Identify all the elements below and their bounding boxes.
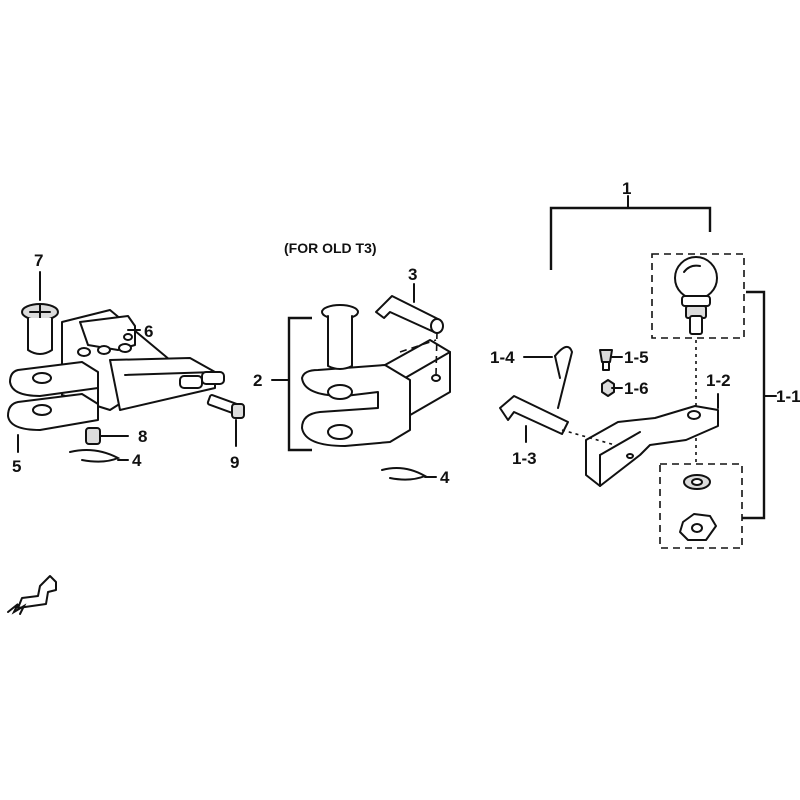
- callout-5: 5: [12, 457, 21, 476]
- callout-3: 3: [408, 265, 417, 284]
- callout-8: 8: [138, 427, 147, 446]
- right-hitch-assembly: [499, 195, 745, 549]
- callout-4-left: 4: [132, 451, 142, 470]
- left-leaders: [17, 271, 237, 461]
- callout-6: 6: [144, 322, 153, 341]
- callout-1-1: 1-1: [776, 387, 800, 406]
- callout-9: 9: [230, 453, 239, 472]
- right-leaders: [523, 356, 719, 443]
- callout-1-3: 1-3: [512, 449, 537, 468]
- callout-4-middle: 4: [440, 468, 450, 487]
- callout-1-4: 1-4: [490, 348, 515, 367]
- bracket-1: [549, 206, 712, 270]
- middle-hitch-assembly: [301, 295, 451, 481]
- left-hitch-assembly: [7, 303, 245, 463]
- front-direction-icon: [7, 575, 57, 615]
- callout-2: 2: [253, 371, 262, 390]
- callout-1-6: 1-6: [624, 379, 649, 398]
- callout-1: 1: [622, 179, 631, 198]
- callout-1-5: 1-5: [624, 348, 649, 367]
- bracket-1-1: [742, 290, 766, 520]
- callout-7: 7: [34, 251, 43, 270]
- callout-1-2: 1-2: [706, 371, 731, 390]
- bracket-2: [287, 316, 312, 452]
- note-old-t3: (FOR OLD T3): [284, 240, 377, 256]
